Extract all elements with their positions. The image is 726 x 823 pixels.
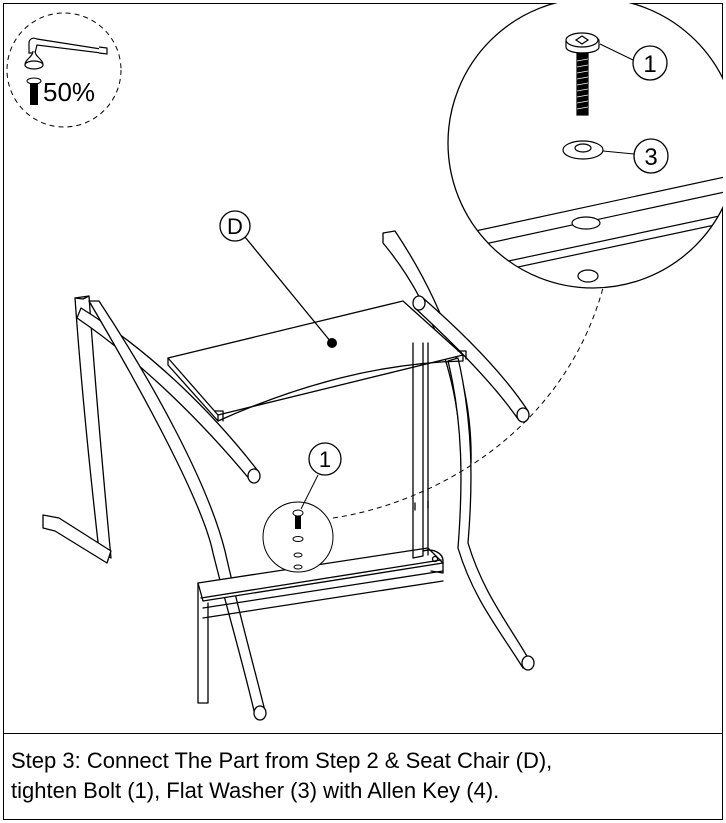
hint-bolt-icon bbox=[26, 77, 42, 105]
hole-detail: 1 bbox=[262, 442, 342, 573]
part-label: D bbox=[227, 214, 243, 239]
front-left-leg bbox=[88, 300, 267, 721]
zoom-leader-dashed bbox=[332, 287, 604, 519]
label-d-callout: D bbox=[219, 210, 337, 348]
bottom-frame-rails bbox=[197, 342, 444, 704]
bolt-number: 1 bbox=[643, 51, 656, 78]
washer-icon bbox=[562, 140, 604, 160]
seat-panel bbox=[167, 300, 467, 422]
assembly-diagram: D 1 bbox=[6, 3, 723, 721]
bracket-holes bbox=[414, 500, 429, 511]
small-bolt-icon bbox=[295, 513, 301, 529]
left-foot bbox=[42, 514, 112, 564]
instruction-line-2: tighten Bolt (1), Flat Washer (3) with A… bbox=[11, 778, 500, 803]
bolt-icon bbox=[565, 32, 600, 116]
tool-hint-circle bbox=[6, 12, 122, 128]
torque-percent: 50% bbox=[43, 77, 95, 107]
washer-number: 3 bbox=[644, 144, 657, 171]
step-instruction: Step 3: Connect The Part from Step 2 & S… bbox=[11, 746, 716, 806]
left-back-leg bbox=[74, 295, 112, 559]
allen-key-icon bbox=[24, 37, 108, 70]
right-armrest-tube bbox=[412, 295, 530, 423]
zoom-detail: 1 3 bbox=[447, 3, 723, 289]
page-frame bbox=[3, 3, 723, 820]
caption-divider bbox=[3, 733, 723, 734]
tool-hint: 50% bbox=[6, 12, 122, 128]
hole-bolt-number: 1 bbox=[319, 447, 331, 472]
instruction-line-1: Step 3: Connect The Part from Step 2 & S… bbox=[11, 748, 553, 773]
